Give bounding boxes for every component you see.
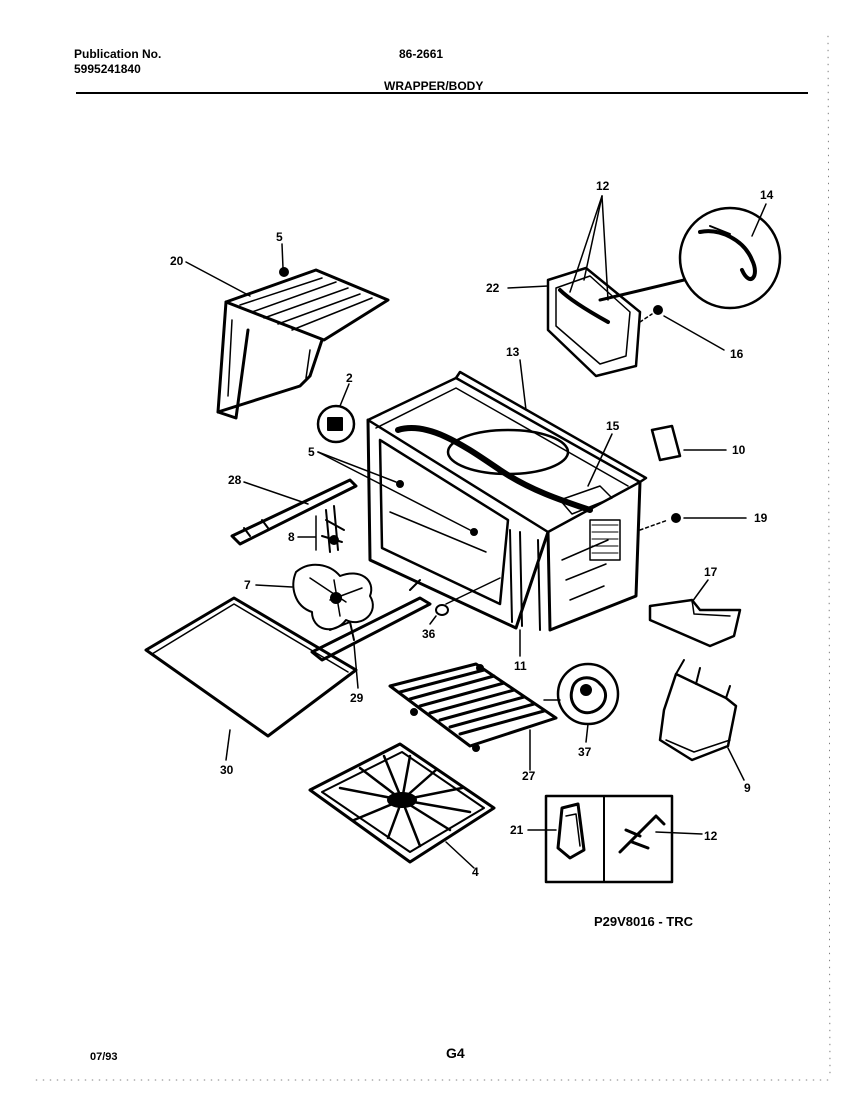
part-36-plug: [429, 577, 501, 625]
publication-label: Publication No.: [74, 47, 162, 61]
footer-date: 07/93: [90, 1051, 118, 1063]
part-2-detail: [316, 383, 356, 444]
part-14-wire-detail: [598, 203, 782, 310]
page-border-dots: [35, 35, 831, 1081]
part-12-switches-leaders: [569, 195, 609, 301]
part-28-bracket: [230, 478, 358, 546]
part-9-blower-housing: [658, 659, 745, 781]
callout-37: 37: [578, 745, 592, 759]
part-30-bottom-panel: [144, 596, 358, 761]
part-8-fan-motor: [297, 505, 345, 553]
callout-36: 36: [422, 627, 436, 641]
callout-29: 29: [350, 691, 364, 705]
callout-7: 7: [244, 578, 251, 592]
part-19-screw: [639, 513, 747, 531]
part-27-oven-rack: [388, 662, 558, 771]
callout-19: 19: [754, 511, 768, 525]
part-20-top-cover: [216, 268, 390, 420]
callout-12-top: 12: [596, 179, 610, 193]
callout-8: 8: [288, 530, 295, 544]
part-10-cover-plate: [650, 424, 727, 462]
part-7-fan-blade: [255, 563, 374, 631]
callout-22: 22: [486, 281, 500, 295]
publication-number: 5995241840: [74, 62, 141, 76]
callout-2: 2: [346, 371, 353, 385]
callout-11: 11: [514, 659, 527, 673]
model-number: 86-2661: [399, 47, 444, 61]
part-cabinet-body: [366, 370, 648, 632]
callout-21: 21: [510, 823, 524, 837]
part-5-top-screw: [279, 243, 289, 277]
part-22-control-panel: [507, 266, 642, 378]
callout-12-inset: 12: [704, 829, 718, 843]
part-29-tray-bracket: [310, 579, 432, 689]
callout-17: 17: [704, 565, 718, 579]
part-16-screw: [639, 305, 725, 351]
callout-14: 14: [760, 188, 774, 202]
leader-15: [587, 433, 613, 487]
callout-5-side: 5: [308, 445, 315, 459]
section-title: WRAPPER/BODY: [384, 79, 484, 93]
callout-28: 28: [228, 473, 242, 487]
part-4-broiler-pan: [308, 742, 496, 869]
callout-15: 15: [606, 419, 620, 433]
leader-20: [185, 261, 251, 297]
part-37-detail: [543, 662, 620, 743]
callout-20: 20: [170, 254, 184, 268]
callout-13: 13: [506, 345, 520, 359]
callout-5-top: 5: [276, 230, 283, 244]
callout-27: 27: [522, 769, 536, 783]
callout-30: 30: [220, 763, 234, 777]
callout-4: 4: [472, 865, 479, 879]
figure-code: P29V8016 - TRC: [594, 914, 693, 929]
part-17-duct: [648, 579, 742, 648]
leader-13: [519, 359, 527, 411]
header-rule: [76, 92, 808, 94]
callout-16: 16: [730, 347, 744, 361]
page-number: G4: [446, 1045, 465, 1061]
callout-10: 10: [732, 443, 746, 457]
callout-9: 9: [744, 781, 751, 795]
inset-box-parts-21-12: [527, 794, 703, 884]
part-5-side-screws: [317, 451, 478, 536]
